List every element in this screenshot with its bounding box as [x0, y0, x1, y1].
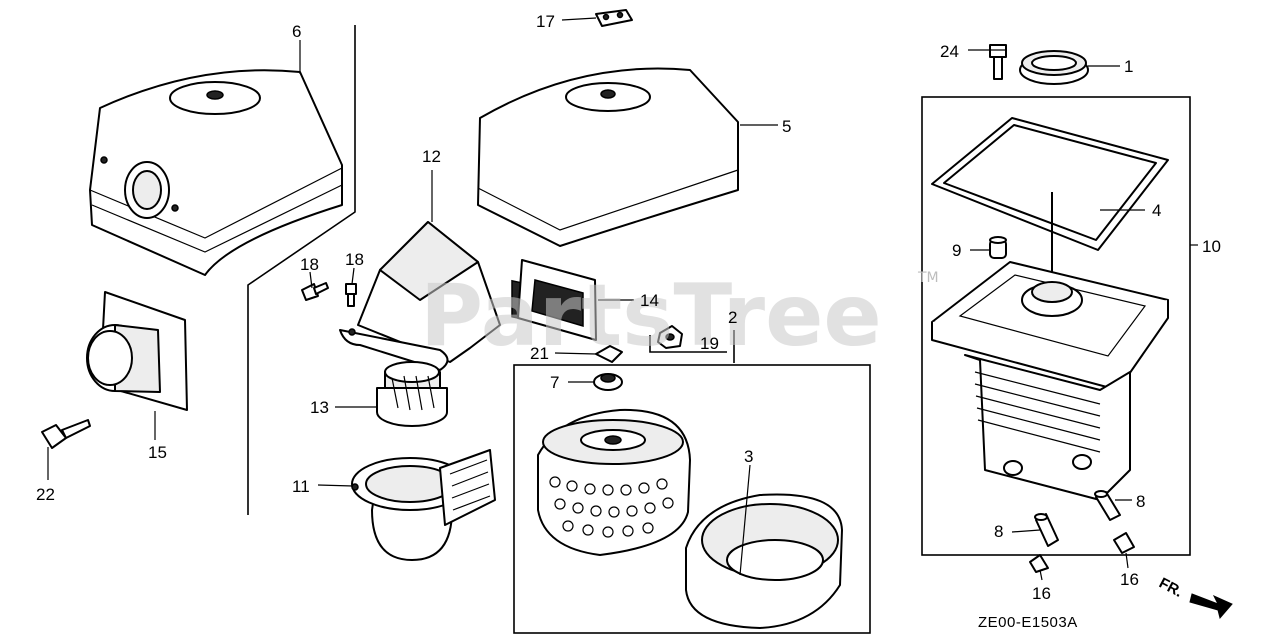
callout-9[interactable]: 9: [952, 241, 961, 260]
cap-part-16-right[interactable]: [1113, 532, 1135, 554]
filter-element-part-2[interactable]: [537, 408, 691, 556]
gasket-part-4[interactable]: [931, 117, 1169, 251]
callout-24[interactable]: 24: [940, 42, 959, 61]
callout-18-right[interactable]: 18: [345, 250, 364, 269]
callout-16-left[interactable]: 16: [1032, 584, 1051, 603]
tube-part-8-left[interactable]: [1034, 513, 1059, 547]
callout-2[interactable]: 2: [728, 308, 737, 327]
callout-7[interactable]: 7: [550, 373, 559, 392]
front-arrow-icon: [1189, 593, 1233, 620]
callout-3[interactable]: 3: [744, 447, 753, 466]
filter-perforations: [549, 476, 674, 538]
callout-labels: 1 2 3 4 5 6 7 8 8 9 10 11 12 13 14 15 16…: [36, 12, 1221, 603]
seal-ring-part-1[interactable]: [1019, 50, 1089, 85]
callout-19[interactable]: 19: [700, 334, 719, 353]
callout-17[interactable]: 17: [536, 12, 555, 31]
callout-15[interactable]: 15: [148, 443, 167, 462]
callout-13[interactable]: 13: [310, 398, 329, 417]
wing-nut-part-21[interactable]: [595, 345, 623, 363]
clip-part-17[interactable]: [595, 9, 633, 27]
callout-1[interactable]: 1: [1124, 57, 1133, 76]
collar-part-9[interactable]: [989, 236, 1007, 259]
front-direction-indicator: FR.: [1156, 575, 1233, 620]
elbow-part-15[interactable]: [86, 291, 188, 411]
callout-8-left[interactable]: 8: [994, 522, 1003, 541]
tube-part-8-right[interactable]: [1094, 490, 1121, 521]
callout-21[interactable]: 21: [530, 344, 549, 363]
callout-4[interactable]: 4: [1152, 201, 1161, 220]
air-cleaner-cover-left[interactable]: [89, 69, 343, 276]
callout-16-right[interactable]: 16: [1120, 570, 1139, 589]
screw-part-18-left[interactable]: [301, 282, 329, 301]
bolt-part-24[interactable]: [989, 44, 1007, 80]
nut-part-7[interactable]: [593, 373, 623, 391]
callout-18-left[interactable]: 18: [300, 255, 319, 274]
callout-14[interactable]: 14: [640, 291, 659, 310]
callout-22[interactable]: 22: [36, 485, 55, 504]
screw-part-18-right[interactable]: [345, 283, 357, 307]
watermark: PartsTree: [420, 266, 882, 366]
intake-duct-part-12[interactable]: [339, 221, 501, 371]
callout-5[interactable]: 5: [782, 117, 791, 136]
cap-part-16-left[interactable]: [1029, 554, 1049, 573]
diagram-code: ZE00-E1503A: [978, 614, 1078, 631]
filter-case-part-11[interactable]: [351, 449, 496, 561]
leader-lines: [47, 17, 1198, 581]
callout-8-right[interactable]: 8: [1136, 492, 1145, 511]
callout-12[interactable]: 12: [422, 147, 441, 166]
watermark-trademark: TM: [917, 270, 939, 286]
foam-element-part-3[interactable]: [685, 493, 843, 629]
nut-part-19[interactable]: [657, 325, 683, 349]
callout-6[interactable]: 6: [292, 22, 301, 41]
air-cleaner-base-part-10[interactable]: [931, 192, 1169, 501]
gasket-part-14[interactable]: [517, 259, 597, 341]
callout-10[interactable]: 10: [1202, 237, 1221, 256]
direction-label: FR.: [1156, 575, 1185, 601]
frame-lines: [247, 25, 1191, 634]
filter-element-part-13[interactable]: [376, 361, 448, 427]
callout-11[interactable]: 11: [292, 477, 310, 496]
bolt-part-22[interactable]: [41, 419, 91, 449]
